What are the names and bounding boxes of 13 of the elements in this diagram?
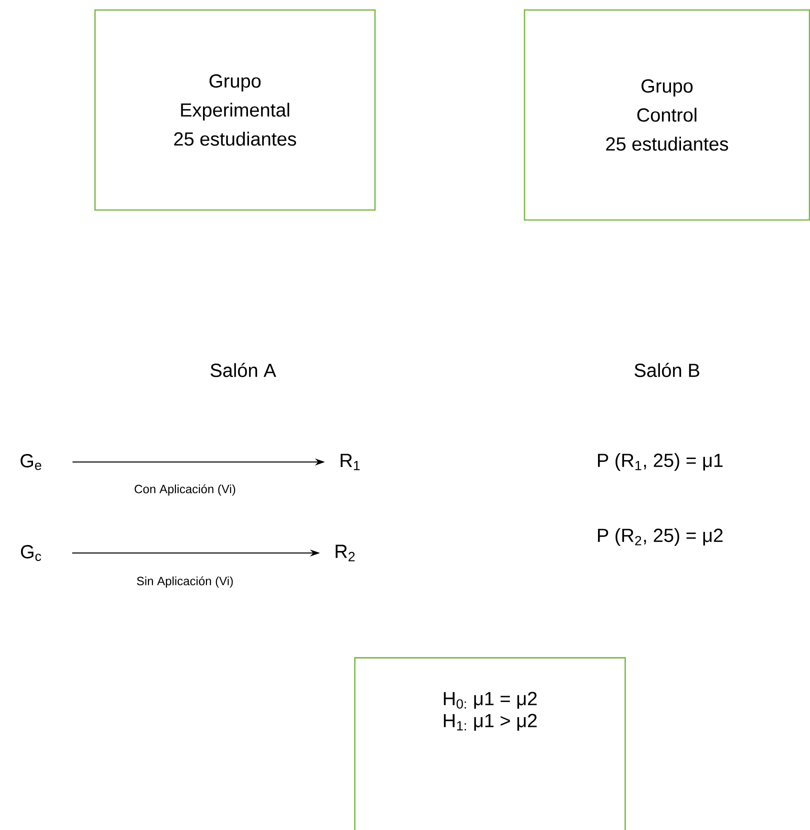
variable-label: R$_{1}$	[340, 454, 360, 470]
edge-label: Con Aplicación (Vi)	[134, 484, 236, 496]
variable-label: G$_{e}$	[20, 454, 42, 470]
variable-label: G$_{c}$	[21, 545, 42, 561]
group-box: Grupo Experimental 25 estudiantes	[94, 9, 376, 211]
group-box: Grupo Control 25 estudiantes	[524, 9, 810, 221]
text-label: P (R$_{1}$, 25) = μ1	[598, 453, 723, 471]
text-label: Salón A	[210, 362, 276, 378]
text-label: P (R$_{2}$, 25) = μ2	[598, 528, 723, 546]
edge-label: Sin Aplicación (Vi)	[136, 576, 233, 588]
hypothesis-box: H$_{0:}$ μ1 = μ2 H$_{1:}$ μ1 > μ2	[354, 657, 626, 830]
variable-label: R$_{2}$	[336, 544, 355, 562]
text-label: Salón B	[634, 362, 700, 378]
